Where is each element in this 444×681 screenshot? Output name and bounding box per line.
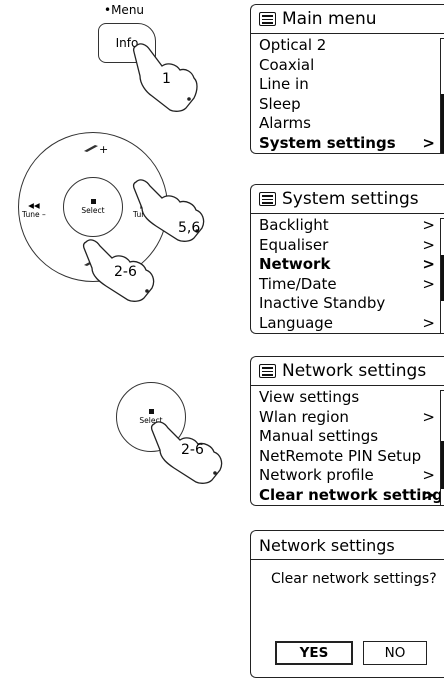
screen-title: Network settings: [259, 535, 395, 555]
yes-button-label: YES: [299, 645, 329, 661]
clear-network-confirm-screen: Network settings Clear network settings?…: [250, 530, 444, 678]
stop-icon: [148, 409, 154, 414]
system-settings-screen: System settings Backlight> Equaliser> Ne…: [250, 184, 444, 334]
screen-title: Network settings: [282, 361, 427, 381]
menu-item[interactable]: Line in: [259, 75, 309, 93]
menu-item[interactable]: Manual settings: [259, 427, 379, 445]
tune-down-label: Tune –: [22, 210, 46, 219]
pointing-hand-icon: [82, 239, 155, 302]
skip-back-icon: ◀◀: [28, 201, 40, 210]
scrollbar[interactable]: [440, 218, 444, 333]
menu-list: Backlight> Equaliser> Network> Time/Date…: [251, 214, 444, 333]
screen-title: System settings: [282, 189, 419, 209]
screen-title-bar: Main menu: [251, 5, 444, 34]
menu-item[interactable]: Inactive Standby: [259, 294, 386, 312]
step-number: 2-6: [114, 264, 137, 280]
select-button[interactable]: Select: [116, 382, 186, 452]
menu-item[interactable]: Backlight>: [259, 216, 435, 234]
menu-item[interactable]: Wlan region>: [259, 407, 435, 426]
menu-list-icon: [259, 12, 276, 26]
menu-item[interactable]: Optical 2: [259, 36, 327, 54]
menu-item-selected[interactable]: Clear network settings>: [259, 485, 444, 504]
tune-down-control[interactable]: ◀◀ Tune –: [22, 201, 46, 219]
scrollbar[interactable]: [440, 390, 444, 505]
main-menu-screen: Main menu Optical 2 Coaxial Line in Slee…: [250, 4, 444, 154]
menu-item[interactable]: Equaliser>: [259, 235, 435, 254]
menu-item[interactable]: Sleep: [259, 94, 301, 113]
confirm-question: Clear network settings?: [271, 571, 437, 587]
preset-up-control[interactable]: +: [83, 143, 108, 156]
screen-title-bar: Network settings: [251, 357, 444, 386]
menu-button-label: •Menu: [104, 3, 145, 17]
menu-item-selected[interactable]: System settings>: [259, 133, 435, 152]
menu-item[interactable]: Network profile>: [259, 466, 435, 484]
step-number: 1: [162, 71, 171, 87]
pointing-hand-icon: [132, 43, 198, 112]
menu-list: Optical 2 Coaxial Line in Sleep Alarms S…: [251, 34, 444, 153]
menu-list-icon: [259, 192, 276, 206]
info-button-label: Info: [115, 36, 139, 50]
screen-title-bar: System settings: [251, 185, 444, 214]
select-label: Select: [81, 206, 105, 215]
scrollbar[interactable]: [440, 38, 444, 153]
select-label: Select: [139, 416, 163, 425]
yes-button[interactable]: YES: [275, 641, 353, 665]
scrollbar-thumb[interactable]: [441, 255, 444, 301]
info-menu-button[interactable]: Info: [98, 23, 156, 63]
network-settings-screen: Network settings View settings Wlan regi…: [250, 356, 444, 506]
step-number: 5,6: [178, 220, 201, 236]
menu-item-selected[interactable]: Network>: [259, 255, 435, 273]
screen-title: Main menu: [282, 9, 377, 29]
stop-icon: [90, 199, 96, 204]
step-number: 2-6: [181, 442, 204, 458]
menu-item[interactable]: Time/Date>: [259, 274, 435, 293]
pointing-hand-icon: [150, 421, 223, 484]
preset-icon: [84, 145, 98, 152]
no-button-label: NO: [384, 645, 406, 661]
scrollbar-thumb[interactable]: [441, 94, 444, 153]
screen-title-bar: Network settings: [251, 531, 444, 560]
menu-list: View settings Wlan region> Manual settin…: [251, 386, 444, 505]
menu-item[interactable]: Alarms: [259, 114, 311, 132]
menu-list-icon: [259, 364, 276, 378]
select-button[interactable]: Select: [63, 177, 123, 237]
menu-item[interactable]: Language>: [259, 313, 435, 332]
menu-item[interactable]: View settings: [259, 388, 360, 406]
no-button[interactable]: NO: [363, 641, 427, 665]
menu-item[interactable]: NetRemote PIN Setup: [259, 446, 422, 465]
scrollbar-thumb[interactable]: [441, 441, 444, 489]
pointing-hand-icon: [132, 179, 205, 242]
menu-item[interactable]: Coaxial: [259, 55, 315, 74]
